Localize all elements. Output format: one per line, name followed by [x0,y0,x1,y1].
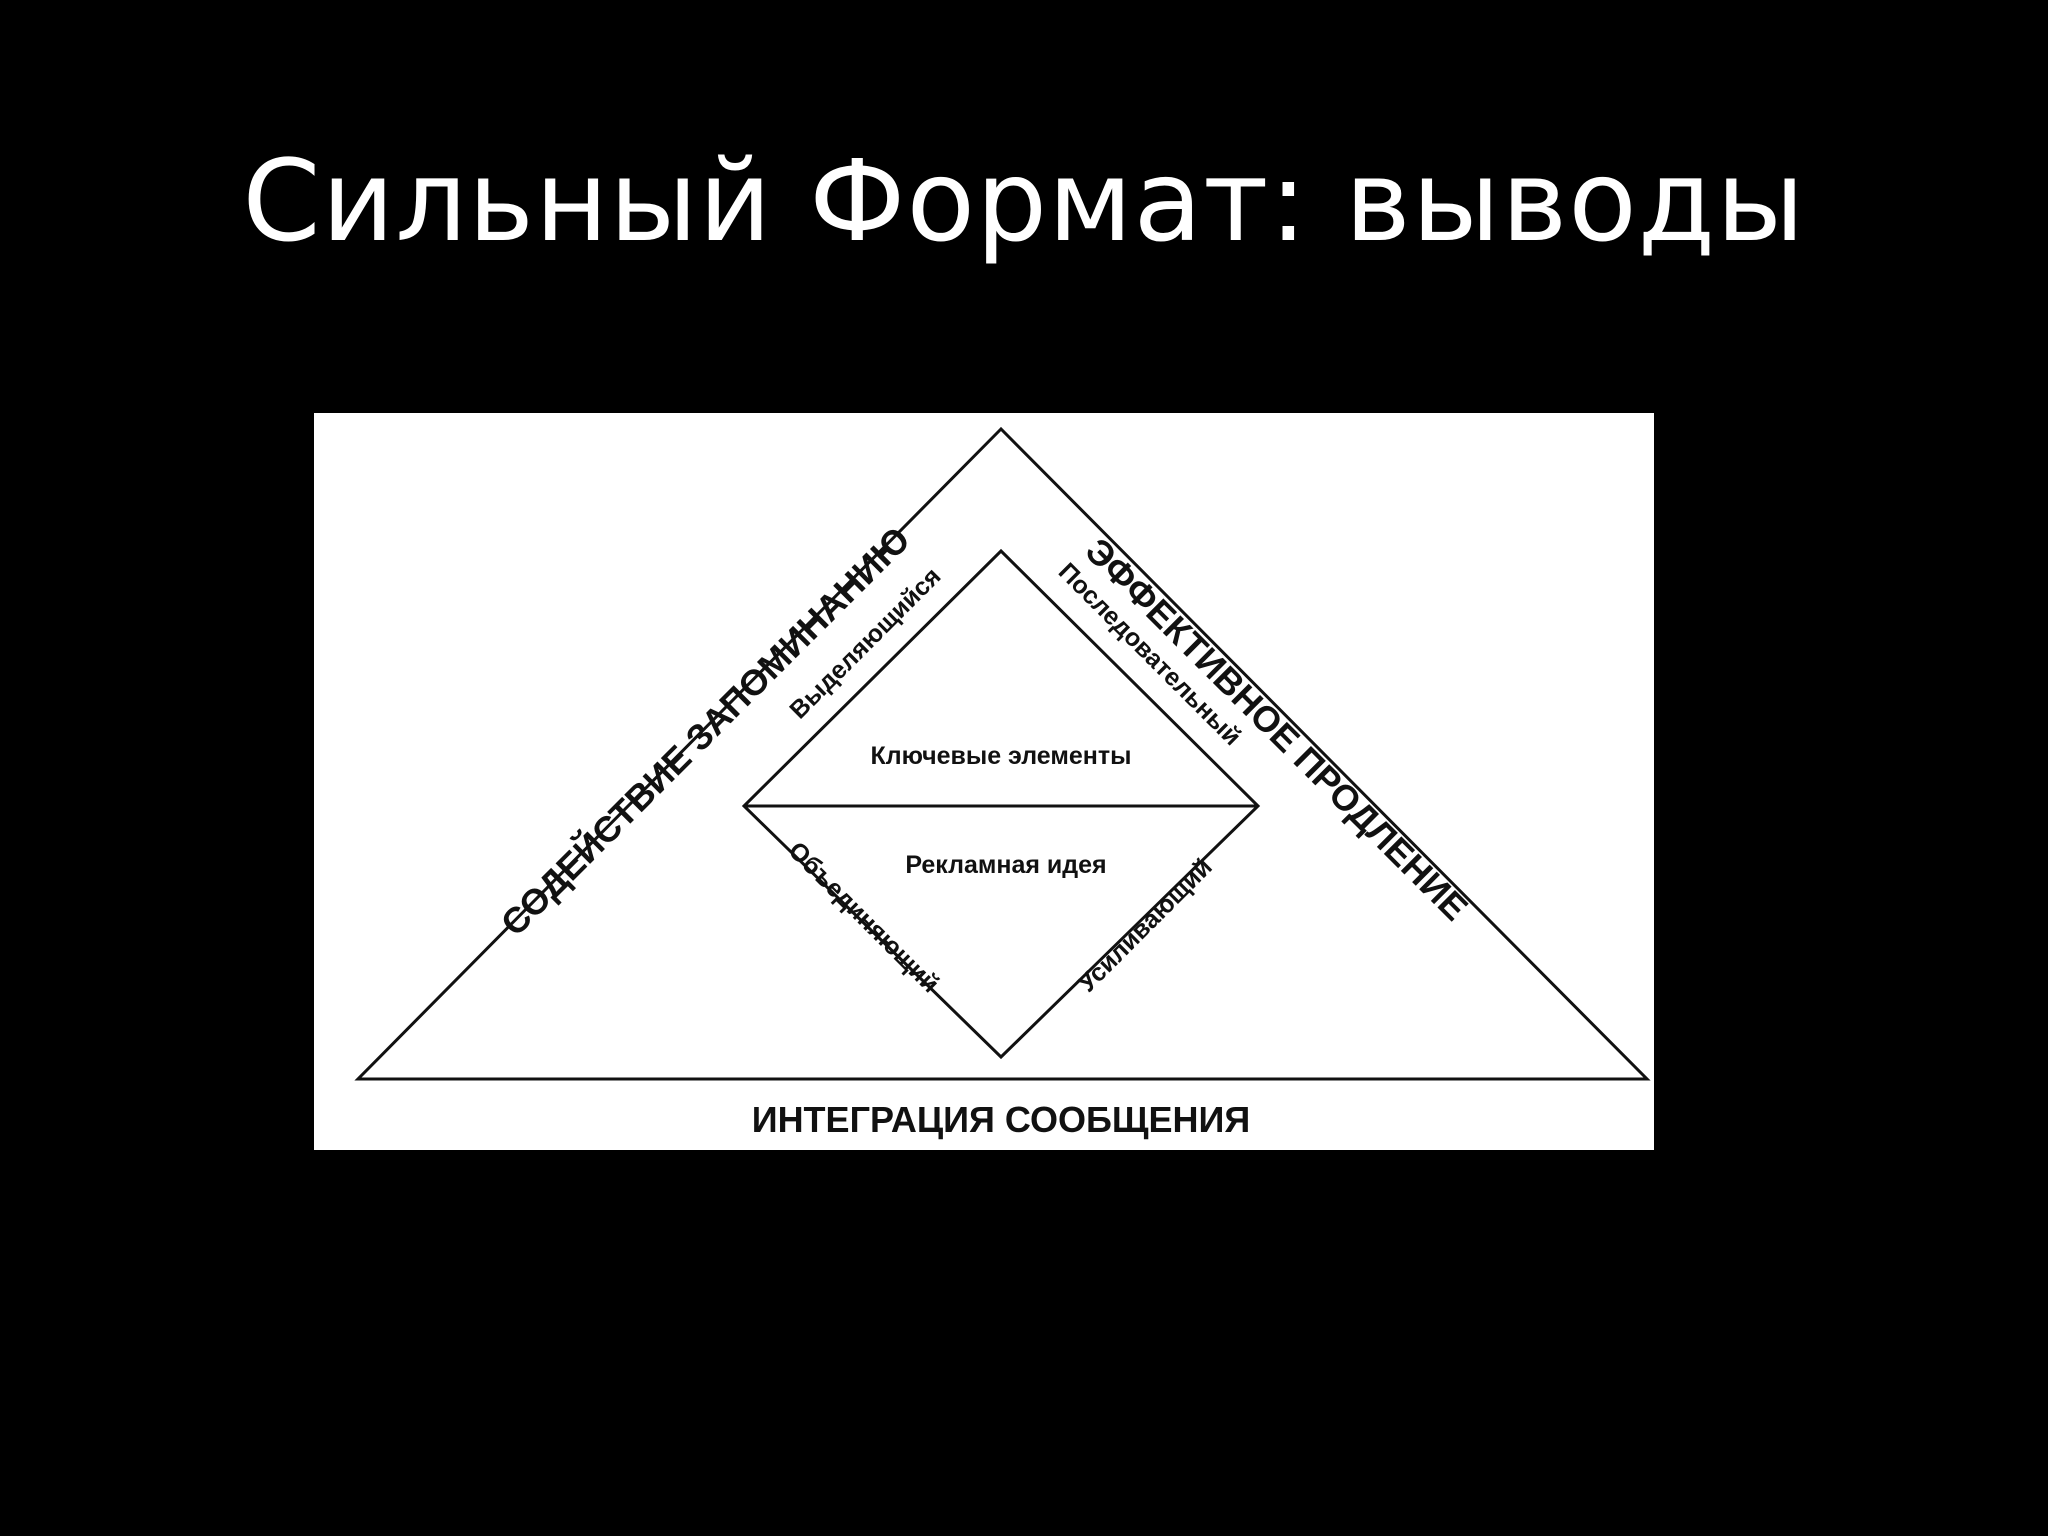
slide-title: Сильный Формат: выводы [242,137,1806,267]
outer-triangle [354,426,1651,1081]
bottom-label: ИНТЕГРАЦИЯ СООБЩЕНИЯ [752,1099,1251,1140]
outer-right-label: ЭФФЕКТИВНОЕ ПРОДЛЕНИЕ [1078,530,1477,929]
inner-diamond [741,548,1261,1060]
center-top-label: Ключевые элементы [871,742,1132,770]
center-bottom-label: Рекламная идея [905,851,1106,879]
diagram-panel: СОДЕЙСТВИЕ ЗАПОМИНАНИЮ ЭФФЕКТИВНОЕ ПРОДЛ… [314,413,1654,1150]
outer-left-label: СОДЕЙСТВИЕ ЗАПОМИНАНИЮ [492,518,918,944]
pyramid-diagram: СОДЕЙСТВИЕ ЗАПОМИНАНИЮ ЭФФЕКТИВНОЕ ПРОДЛ… [354,426,1651,1140]
